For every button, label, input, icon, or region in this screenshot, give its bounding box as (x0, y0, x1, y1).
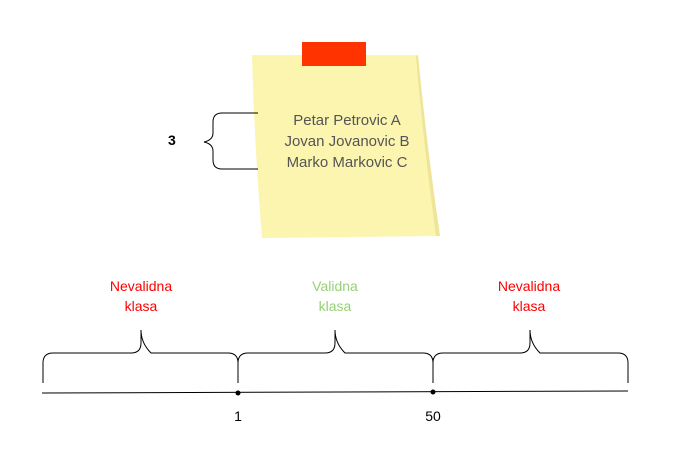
boundary-point-1 (235, 390, 241, 396)
count-label: 3 (168, 132, 176, 148)
class-label-valid: Validna klasa (275, 276, 395, 316)
sticky-note (252, 55, 440, 238)
class-label-line2: klasa (318, 298, 352, 314)
class-label-line2: klasa (124, 298, 158, 314)
number-line (41, 390, 629, 394)
pin-tape (302, 42, 366, 66)
class-label-line2: klasa (512, 298, 546, 314)
note-line-1: Petar Petrovic A (293, 112, 401, 129)
tick-label-1: 1 (234, 408, 242, 424)
tick-label-50: 50 (425, 408, 441, 424)
class-label-invalid-left: Nevalidna klasa (81, 276, 201, 316)
note-text: Petar Petrovic A Jovan Jovanovic B Marko… (258, 110, 436, 173)
note-line-2: Jovan Jovanovic B (284, 133, 410, 150)
boundary-point-50 (430, 389, 436, 395)
class-brace-2 (237, 329, 434, 383)
note-brace (203, 112, 258, 170)
class-label-line1: Validna (312, 278, 358, 294)
sticky-note-shadow (416, 55, 440, 236)
class-brace-1 (42, 329, 239, 383)
class-brace-3 (432, 329, 629, 383)
class-label-line1: Nevalidna (497, 278, 561, 294)
class-label-line1: Nevalidna (109, 278, 173, 294)
class-label-invalid-right: Nevalidna klasa (469, 276, 589, 316)
note-line-3: Marko Markovic C (286, 154, 408, 171)
